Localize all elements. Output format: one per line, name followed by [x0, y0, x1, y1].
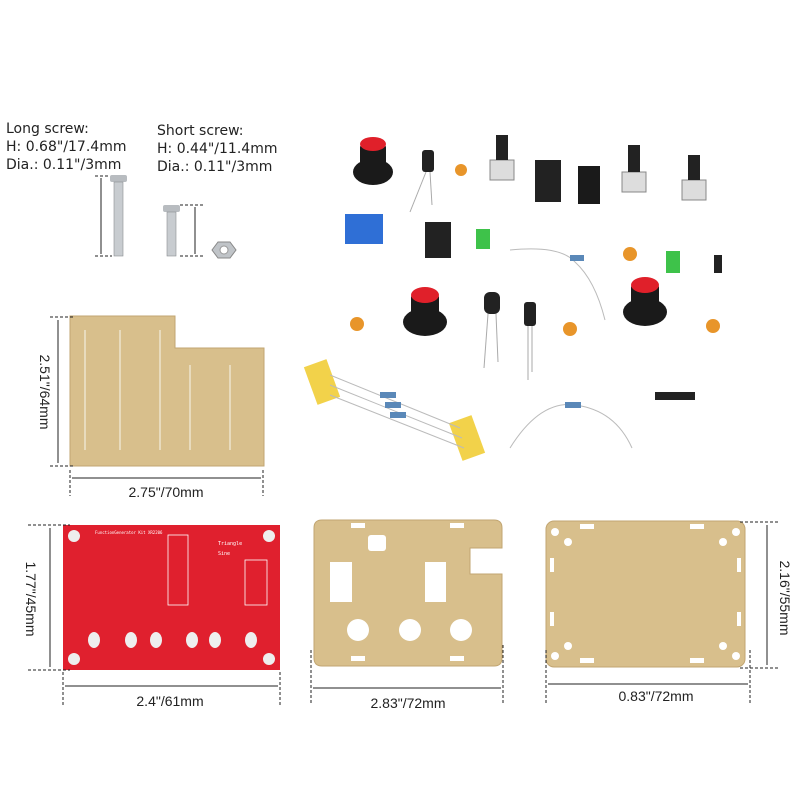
short-screw-spec: Short screw: H: 0.44"/11.4mm Dia.: 0.11"…: [157, 122, 277, 176]
pin-header-5: [655, 392, 695, 400]
dc-jack: [425, 222, 451, 258]
pcb-width-label: 2.4"/61mm: [136, 693, 203, 709]
knob-red: [403, 287, 447, 336]
long-screw: [95, 175, 127, 257]
jumper-green: [476, 229, 490, 249]
pin-header: [714, 255, 722, 273]
pcb-height-label: 1.77"/45mm: [23, 561, 39, 636]
short-screw-diameter: Dia.: 0.11"/3mm: [157, 159, 273, 175]
jumper-green: [666, 251, 680, 273]
acrylic-small-width-label: 2.75"/70mm: [128, 484, 203, 500]
ceramic-capacitors: [350, 164, 720, 336]
pcb-silkscreen-title: FunctionGenerator Kit XR2206: [95, 530, 163, 535]
potentiometer: [621, 145, 647, 193]
pcb-label-sine: Sine: [218, 551, 230, 557]
bottom-panel-width-label: 0.83"/72mm: [618, 688, 693, 704]
potentiometer: [681, 155, 707, 201]
transistor: [483, 292, 500, 369]
trimmer-blue: [345, 214, 383, 244]
acrylic-small-panel: [50, 315, 265, 496]
top-panel-width-label: 2.83"/72mm: [370, 695, 445, 711]
resistor-lead: [509, 404, 633, 449]
electrolytic-capacitor: [524, 302, 536, 380]
pcb-label-triangle: Triangle: [218, 541, 242, 547]
knob-red: [353, 137, 393, 185]
bottom-panel-height-label: 2.16"/55mm: [777, 560, 793, 635]
knob-red: [623, 277, 667, 326]
ic-chip: [578, 166, 600, 204]
hex-nut: [211, 241, 237, 259]
long-screw-diameter: Dia.: 0.11"/3mm: [6, 157, 122, 173]
ic-socket: [535, 160, 561, 202]
short-screw-title: Short screw:: [157, 123, 244, 139]
resistor-lead: [509, 248, 606, 321]
long-screw-spec: Long screw: H: 0.68"/17.4mm Dia.: 0.11"/…: [6, 120, 126, 174]
components: [303, 135, 722, 461]
short-screw: [163, 204, 205, 257]
electrolytic-capacitor: [409, 150, 434, 213]
resistor: [570, 255, 584, 261]
resistor-strip: [303, 359, 486, 461]
short-screw-height: H: 0.44"/11.4mm: [157, 141, 278, 157]
potentiometer: [489, 135, 515, 181]
resistor: [565, 402, 581, 408]
long-screw-height: H: 0.68"/17.4mm: [6, 139, 127, 155]
acrylic-small-height-label: 2.51"/64mm: [37, 354, 53, 429]
pcb-board: FunctionGenerator Kit XR2206 Triangle Si…: [28, 524, 281, 705]
acrylic-top-panel: [310, 519, 504, 705]
acrylic-bottom-panel: [545, 520, 778, 705]
long-screw-title: Long screw:: [6, 121, 89, 137]
